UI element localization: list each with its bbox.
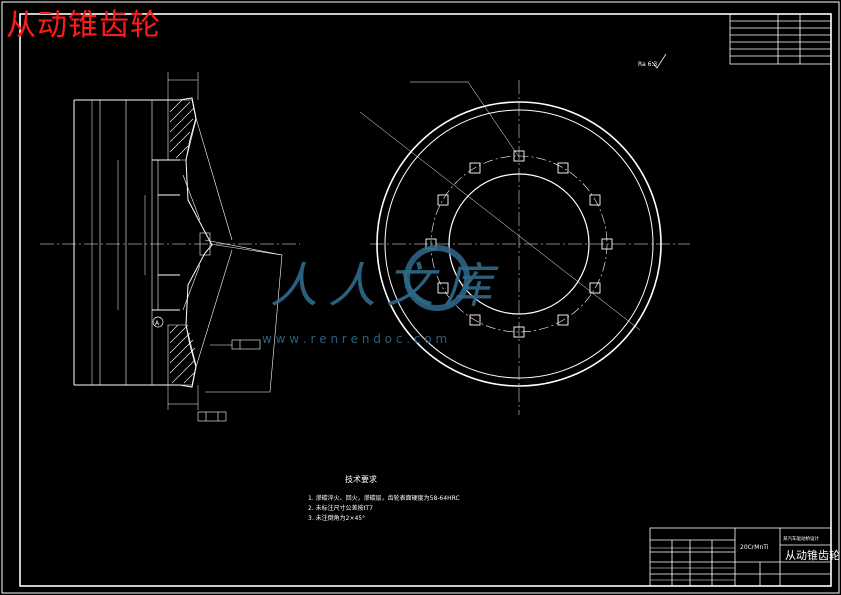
title-block [649,527,832,587]
watermark-url: w w w . r e n r e n d o c . c o m [262,332,447,346]
technical-requirements: 技术要求 1. 渗碳淬火、回火，渗碳层，齿轮表面硬度为58-64HRC 2. 未… [308,474,460,522]
watermark-brand: 人人文库 [270,258,502,314]
material-label: 20CrMnTi [740,544,769,551]
tolerance-frame [197,339,261,422]
watermark: 人人文库 w w w . r e n r e n d o c . c o m [262,245,502,346]
tech-req-item: 3. 未注倒角为2×45° [308,514,365,522]
section-view: A [40,72,300,422]
datum-marker [152,316,164,328]
company-label: 某汽车驱动桥设计 [783,535,819,542]
datum-label: A [155,320,160,327]
bolt-holes [425,150,613,338]
revision-table [650,547,735,581]
front-view [359,80,690,415]
tech-req-item: 2. 未标注尺寸公差按IT7 [308,504,373,512]
part-name: 从动锥齿轮 [785,548,840,562]
dimension-lines [91,72,199,410]
roughness-note: Ra 6.3 [638,61,657,68]
surface-roughness-symbol: Ra 6.3 [638,53,667,69]
section-hatching [167,99,201,386]
tech-req-item: 1. 渗碳淬火、回火，渗碳层，齿轮表面硬度为58-64HRC [308,494,460,502]
parameter-table [729,13,832,65]
tech-req-heading: 技术要求 [345,474,377,484]
overlay-title: 从动锥齿轮 [6,8,161,43]
